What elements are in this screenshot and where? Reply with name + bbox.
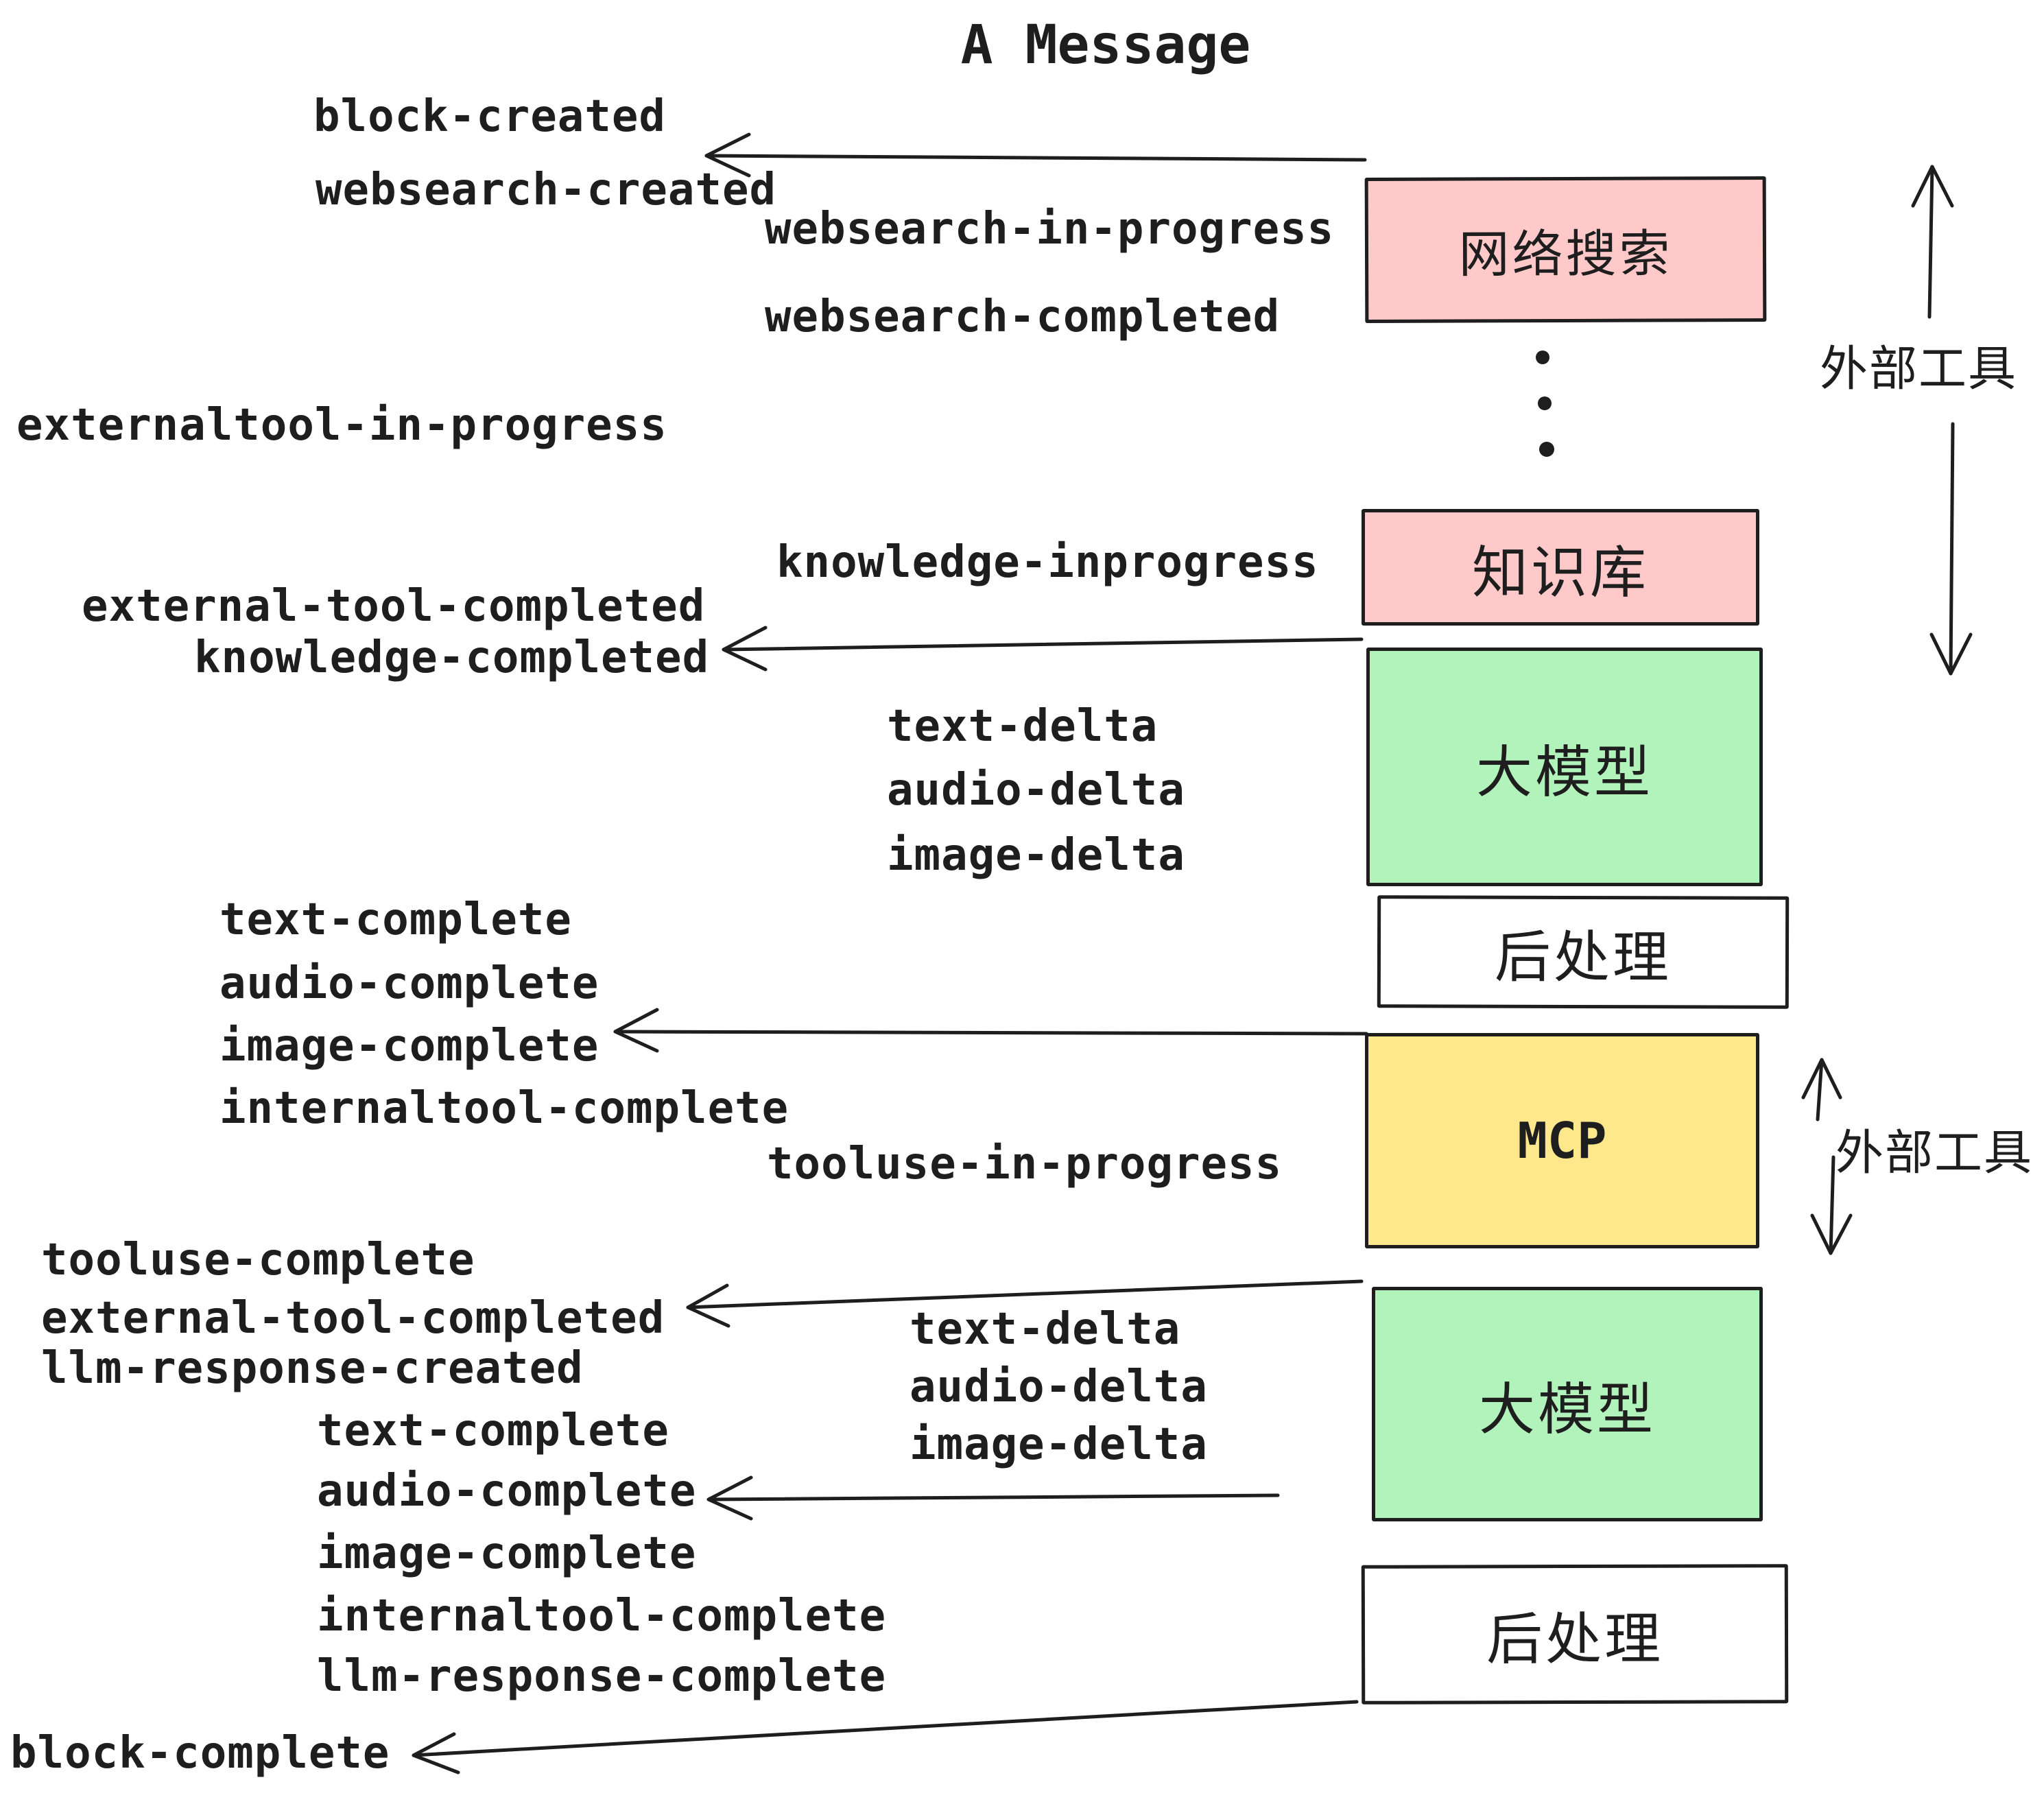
diagram-title: A Message <box>960 14 1251 76</box>
external-tools-top-up-arrow-icon <box>1911 165 1954 319</box>
event-label-image-complete: image-complete <box>219 1021 599 1071</box>
event-label-internaltool-complete-2: internaltool-complete <box>317 1591 887 1641</box>
box-llm-2: 大模型 <box>1372 1287 1763 1521</box>
event-label-internaltool-complete: internaltool-complete <box>219 1083 789 1134</box>
external-tools-bottom-up-arrow-icon <box>1801 1058 1842 1121</box>
event-label-audio-complete: audio-complete <box>219 958 599 1009</box>
event-label-audio-delta: audio-delta <box>887 765 1185 816</box>
event-label-external-tool-completed: external-tool-completed <box>82 581 706 632</box>
box-mcp-label: MCP <box>1517 1112 1607 1170</box>
event-label-websearch-in-progress: websearch-in-progress <box>765 204 1335 254</box>
arrow-to-audio-complete-icon <box>706 1475 1280 1521</box>
event-label-image-delta-2: image-delta <box>910 1419 1208 1470</box>
arrow-to-websearch-created-icon <box>704 132 1367 178</box>
external-tools-label-top: 外部工具 <box>1820 340 2017 397</box>
box-llm-2-label: 大模型 <box>1478 1377 1656 1443</box>
event-label-text-delta-2: text-delta <box>910 1304 1181 1355</box>
event-label-tooluse-complete: tooluse-complete <box>41 1235 475 1285</box>
event-label-text-complete: text-complete <box>219 894 572 945</box>
event-label-text-delta: text-delta <box>887 701 1158 752</box>
event-label-block-complete: block-complete <box>10 1728 390 1779</box>
event-label-image-delta: image-delta <box>887 830 1185 881</box>
box-knowledge-base-label: 知识库 <box>1471 540 1649 606</box>
event-label-knowledge-inprogress: knowledge-inprogress <box>776 537 1319 588</box>
external-tools-bottom-down-arrow-icon <box>1810 1155 1853 1255</box>
external-tools-top-down-arrow-icon <box>1929 422 1973 676</box>
event-label-image-complete-2: image-complete <box>317 1528 697 1579</box>
event-label-externaltool-in-progress: externaltool-in-progress <box>16 400 667 451</box>
event-label-text-complete-2: text-complete <box>317 1405 669 1456</box>
arrow-to-knowledge-completed-icon <box>722 626 1364 672</box>
event-label-websearch-created: websearch-created <box>316 165 777 215</box>
event-label-llm-response-complete: llm-response-complete <box>317 1651 887 1702</box>
box-llm-1-label: 大模型 <box>1475 739 1653 805</box>
event-label-block-created: block-created <box>313 91 666 142</box>
event-label-tooluse-in-progress: tooluse-in-progress <box>767 1139 1283 1189</box>
external-tools-label-bottom: 外部工具 <box>1835 1124 2033 1181</box>
arrow-to-external-tool-completed-icon <box>686 1279 1364 1328</box>
arrow-to-image-complete-icon <box>613 1008 1368 1053</box>
event-label-audio-complete-2: audio-complete <box>317 1466 697 1517</box>
box-mcp: MCP <box>1365 1033 1759 1248</box>
box-knowledge-base: 知识库 <box>1362 509 1759 626</box>
ellipsis-dots-icon <box>1536 351 1554 457</box>
arrow-to-block-complete-icon <box>412 1700 1359 1775</box>
event-label-llm-response-created: llm-response-created <box>41 1343 584 1394</box>
event-label-external-tool-completed-2: external-tool-completed <box>41 1293 665 1344</box>
event-label-knowledge-completed: knowledge-completed <box>194 632 710 683</box>
event-label-websearch-completed: websearch-completed <box>765 292 1281 342</box>
box-llm-1: 大模型 <box>1366 648 1763 886</box>
event-label-audio-delta-2: audio-delta <box>910 1362 1208 1412</box>
